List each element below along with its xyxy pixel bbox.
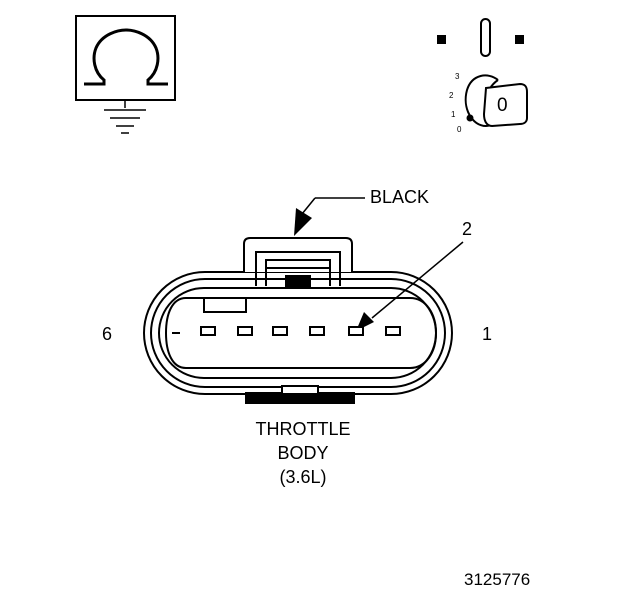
connector-title-line-1: THROTTLE — [255, 419, 351, 439]
terminal-cavity-5 — [237, 326, 253, 336]
right-pin-number: 1 — [482, 324, 493, 344]
connector-title-line-2: BODY — [277, 443, 329, 463]
ignition-position-0: 0 — [457, 125, 462, 134]
terminal-cavity-4 — [272, 326, 288, 336]
left-pin-number: 6 — [102, 324, 113, 344]
terminal-cavity-1 — [385, 326, 401, 336]
figure-number: 3125776 — [464, 570, 531, 589]
ignition-position-3: 3 — [455, 72, 460, 81]
terminal-cavity-2 — [348, 326, 364, 336]
ohmmeter-icon — [75, 15, 176, 134]
pin-callout-number: 2 — [462, 219, 473, 239]
ignition-key-label: 0 — [497, 95, 508, 116]
pin-callout-arrow — [356, 241, 464, 331]
ignition-position-2: 2 — [449, 91, 454, 100]
terminal-cavity-6 — [200, 326, 216, 336]
connector-color-label: BLACK — [370, 187, 430, 207]
ignition-key-off-icon — [437, 18, 528, 128]
color-callout-arrow — [294, 197, 365, 236]
ignition-position-1: 1 — [451, 110, 456, 119]
throttle-body-connector — [143, 237, 453, 404]
terminal-cavities — [200, 326, 401, 336]
terminal-cavity-3 — [309, 326, 325, 336]
connector-title-line-3: (3.6L) — [279, 467, 327, 487]
